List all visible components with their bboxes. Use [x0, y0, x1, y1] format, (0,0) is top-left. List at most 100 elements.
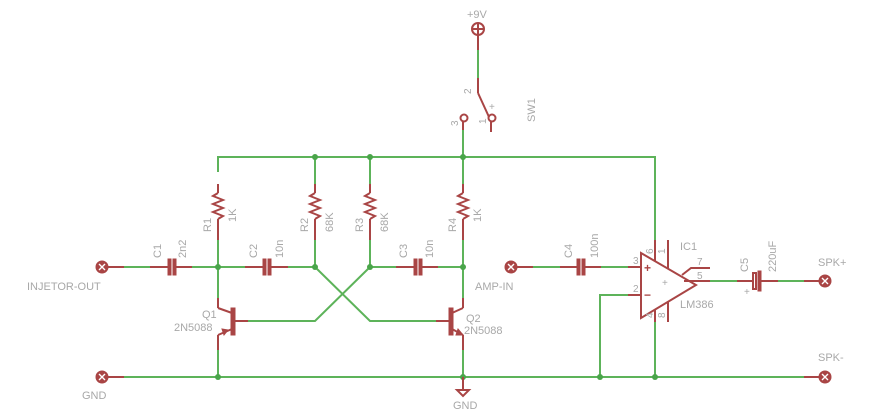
ic-inverting-sign: − — [644, 288, 651, 302]
resistor-name: R1 — [202, 218, 214, 232]
switch-pin-3: 3 — [450, 120, 461, 126]
transistor-base-bar — [230, 307, 236, 336]
junction — [312, 154, 318, 160]
junction — [652, 374, 658, 380]
switch-contact-3 — [459, 113, 469, 123]
ic-pin-7: 7 — [697, 257, 703, 268]
ground-label: GND — [453, 400, 478, 412]
connector-spk-minus[interactable]: SPK- — [804, 352, 844, 384]
switch-pin-1: 1 — [478, 118, 489, 124]
connector-label: SPK+ — [818, 257, 846, 269]
switch-pin-2: 2 — [463, 88, 474, 94]
switch-name: SW1 — [526, 98, 538, 122]
connector-label: INJETOR-OUT — [27, 281, 101, 293]
connector-spk-plus[interactable]: SPK+ — [804, 257, 846, 288]
capacitor-c1[interactable]: C1 2n2 — [150, 240, 192, 276]
ic-pin-1: 1 — [657, 248, 668, 254]
capacitor-value: 2n2 — [177, 240, 189, 258]
ic-pin-3: 3 — [633, 256, 639, 267]
capacitor-plate — [576, 258, 581, 276]
capacitor-polarity: + — [744, 287, 750, 298]
ic-name: IC1 — [680, 241, 697, 253]
transistor-base-bar — [448, 307, 454, 336]
transistor-collector — [217, 307, 233, 314]
resistor-zigzag-icon — [362, 192, 378, 220]
resistor-value: 68K — [379, 212, 391, 232]
resistor-r4[interactable]: R4 1K — [447, 184, 484, 240]
capacitor-plate — [413, 258, 418, 276]
resistor-zigzag-icon — [210, 192, 226, 220]
connector-label: AMP-IN — [475, 281, 514, 293]
capacitor-c2[interactable]: C2 10n — [245, 240, 288, 276]
resistor-zigzag-icon — [455, 192, 471, 220]
transistor-name: Q1 — [202, 309, 217, 321]
ground-symbol[interactable]: GND — [453, 377, 478, 412]
capacitor-name: C2 — [248, 244, 260, 258]
transistor-q2[interactable]: Q2 2N5088 — [436, 298, 503, 350]
ic-pin7-lead — [681, 267, 710, 276]
junction — [215, 374, 221, 380]
connector-label: GND — [82, 390, 107, 402]
junction — [460, 264, 466, 270]
connector-cross — [507, 263, 515, 271]
capacitor-plate — [172, 258, 177, 276]
connector-label: SPK- — [818, 352, 844, 364]
switch-lever — [477, 92, 490, 118]
connector-cross — [98, 263, 106, 271]
resistor-name: R3 — [354, 218, 366, 232]
transistor-emitter-arrow-icon — [455, 327, 465, 336]
junction — [460, 154, 466, 160]
connector-cross — [98, 373, 106, 381]
resistor-name: R4 — [447, 218, 459, 232]
capacitor-plate — [418, 258, 423, 276]
transistor-q1[interactable]: Q1 2N5088 — [174, 298, 248, 350]
resistor-value: 1K — [472, 208, 484, 222]
transistor-collector — [451, 307, 464, 314]
junction — [215, 264, 221, 270]
connector-amp-in[interactable]: AMP-IN — [475, 260, 533, 293]
wire-cross-2 — [247, 266, 371, 322]
capacitor-plate — [167, 258, 172, 276]
connector-gnd[interactable]: GND — [82, 370, 124, 402]
ic-pin-4: 4 — [645, 312, 656, 318]
capacitor-plate — [757, 270, 762, 292]
transistor-name: Q2 — [466, 313, 481, 325]
switch-polarity: + — [489, 102, 495, 113]
ic1-lm386[interactable]: + − + 6 1 3 2 7 5 4 8 IC1 LM386 — [628, 240, 714, 322]
resistor-r3[interactable]: R3 68K — [354, 184, 391, 240]
resistor-r2[interactable]: R2 68K — [299, 184, 336, 240]
capacitor-plate — [262, 258, 267, 276]
junction — [367, 264, 373, 270]
capacitor-name: C5 — [739, 258, 751, 272]
switch-contact-1 — [487, 113, 497, 123]
capacitor-plate — [581, 258, 586, 276]
capacitor-value: 100n — [589, 234, 601, 258]
resistor-name: R2 — [299, 218, 311, 232]
junction — [597, 374, 603, 380]
capacitor-c4[interactable]: C4 100n — [560, 234, 601, 276]
capacitor-c5[interactable]: + C5 220uF — [737, 241, 779, 298]
capacitor-c3[interactable]: C3 10n — [396, 240, 438, 276]
supply-label: +9V — [467, 9, 488, 21]
switch-sw1[interactable]: 2 1 3 + SW1 — [450, 78, 538, 132]
resistor-r1[interactable]: R1 1K — [202, 184, 239, 240]
connector-cross — [821, 373, 829, 381]
ground-icon — [454, 389, 472, 398]
supply-9v[interactable]: +9V — [467, 9, 488, 50]
ic-center-mark: + — [662, 278, 668, 289]
connector-cross — [821, 277, 829, 285]
ic-pin-5: 5 — [697, 271, 703, 282]
connector-injetor-out[interactable]: INJETOR-OUT — [27, 260, 124, 293]
junction — [312, 264, 318, 270]
capacitor-name: C4 — [563, 244, 575, 258]
capacitor-name: C3 — [398, 244, 410, 258]
capacitor-value: 220uF — [767, 241, 779, 272]
transistor-part: 2N5088 — [464, 325, 503, 337]
ic-part: LM386 — [680, 299, 714, 311]
capacitor-plate-polarized — [752, 272, 757, 290]
resistor-zigzag-icon — [307, 192, 323, 220]
ic-noninverting-sign: + — [644, 261, 651, 275]
ic-pin-8: 8 — [657, 312, 668, 318]
ic-pin-6: 6 — [645, 248, 656, 254]
